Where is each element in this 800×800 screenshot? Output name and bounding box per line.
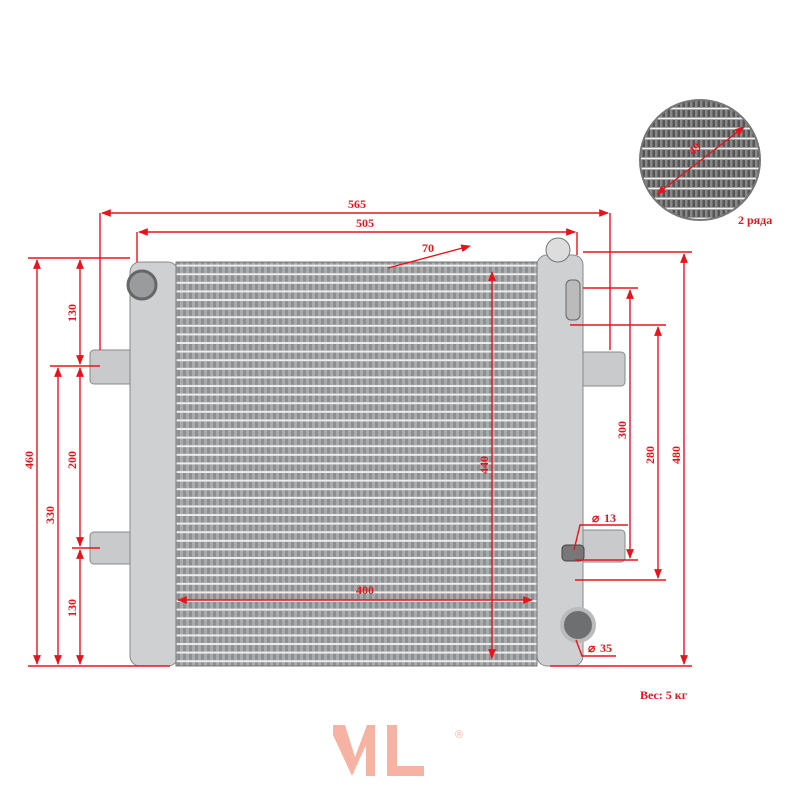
dim-565: 565	[348, 197, 366, 211]
dim-left-bottom-130: 130	[65, 599, 79, 617]
wl-logo: ®	[333, 725, 463, 776]
dim-505: 505	[356, 216, 374, 230]
filler-neck	[545, 237, 571, 263]
dim-480: 480	[669, 446, 683, 464]
dim-460: 460	[22, 451, 36, 469]
radiator	[89, 237, 626, 667]
top-inlet-pipe	[126, 269, 158, 301]
dim-13: 13	[604, 511, 616, 525]
right-mount-bracket-top	[579, 351, 626, 387]
small-pipe	[561, 544, 585, 562]
left-mount-bracket-top	[89, 349, 136, 385]
left-tank	[129, 261, 179, 667]
right-mount-bracket-bottom	[579, 529, 626, 563]
side-pipe	[565, 279, 581, 321]
dim-70: 70	[422, 241, 434, 255]
dim-left-200: 200	[65, 451, 79, 469]
diameter-symbol-13: ⌀	[592, 511, 600, 525]
registered-mark: ®	[455, 729, 463, 741]
dimension-lines	[28, 209, 692, 667]
dim-400: 400	[356, 583, 374, 597]
dim-left-top-130: 130	[65, 304, 79, 322]
weight-note: Вес: 5 кг	[640, 688, 688, 702]
rows-note: 2 ряда	[738, 213, 772, 227]
dim-300: 300	[615, 421, 629, 439]
dim-35: 35	[600, 641, 612, 655]
fin-detail-inset: 49	[639, 99, 761, 221]
dim-440: 440	[477, 456, 491, 474]
diameter-symbol-35: ⌀	[588, 641, 596, 655]
bottom-outlet-pipe	[560, 607, 596, 643]
dim-330: 330	[43, 506, 57, 524]
dim-280: 280	[643, 446, 657, 464]
